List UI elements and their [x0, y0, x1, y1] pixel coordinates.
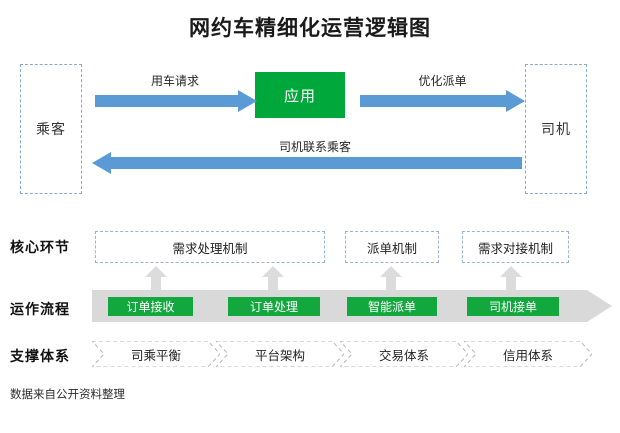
- process-chip-order-receive[interactable]: 订单接收: [108, 297, 193, 316]
- app-node-box[interactable]: 应用: [255, 72, 345, 118]
- row-label-process: 运作流程: [10, 301, 70, 317]
- core-box-demand-matching[interactable]: 需求对接机制: [462, 231, 569, 263]
- support-chevron-shape-3: [338, 340, 469, 368]
- support-chevron-label-credit: 信用体系: [502, 349, 553, 363]
- actor-box-driver[interactable]: 司机: [525, 64, 587, 194]
- support-chevron-shape-1: [90, 340, 221, 368]
- core-box-label-dispatch-mechanism: 派单机制: [366, 241, 417, 256]
- process-chip-order-processing[interactable]: 订单处理: [228, 297, 320, 316]
- arrow-caption-driver-contacts-passenger: 司机联系乘客: [278, 140, 351, 154]
- actor-label-passenger: 乘客: [36, 121, 66, 137]
- process-chip-label-order-processing: 订单处理: [249, 300, 298, 314]
- process-chip-label-driver-accept: 司机接单: [488, 300, 537, 314]
- process-chip-label-smart-dispatch: 智能派单: [367, 300, 416, 314]
- support-chevron-shape-4: [462, 340, 593, 368]
- arrow-driver-to-passenger: [92, 152, 522, 174]
- up-arrow-3: [380, 266, 402, 292]
- arrow-app-to-driver: [360, 90, 525, 112]
- support-chevron-balance[interactable]: 司乘平衡: [90, 340, 221, 368]
- core-box-label-demand-processing: 需求处理机制: [172, 241, 248, 256]
- support-chevron-credit[interactable]: 信用体系: [462, 340, 593, 368]
- actor-box-passenger[interactable]: 乘客: [20, 64, 82, 194]
- core-box-label-demand-matching: 需求对接机制: [477, 241, 553, 256]
- process-chip-label-order-receive: 订单接收: [126, 300, 175, 314]
- process-chip-driver-accept[interactable]: 司机接单: [467, 297, 559, 316]
- up-arrow-4: [500, 266, 522, 292]
- support-chevron-label-balance: 司乘平衡: [130, 349, 181, 363]
- support-chevron-transaction[interactable]: 交易体系: [338, 340, 469, 368]
- support-chevron-label-platform: 平台架构: [254, 349, 305, 363]
- page-title: 网约车精细化运营逻辑图: [189, 17, 431, 40]
- row-label-support: 支撑体系: [10, 348, 70, 364]
- up-arrow-2: [262, 266, 284, 292]
- support-chevron-shape-2: [214, 340, 345, 368]
- core-box-dispatch-mechanism[interactable]: 派单机制: [345, 231, 439, 263]
- support-chevron-platform[interactable]: 平台架构: [214, 340, 345, 368]
- footer-source-note: 数据来自公开资料整理: [10, 389, 125, 401]
- core-box-demand-processing[interactable]: 需求处理机制: [95, 231, 325, 263]
- arrow-caption-ride-request: 用车请求: [150, 74, 199, 88]
- support-chevron-label-transaction: 交易体系: [378, 349, 429, 363]
- actor-label-driver: 司机: [541, 121, 571, 137]
- row-label-core: 核心环节: [10, 239, 70, 255]
- up-arrow-1: [145, 266, 167, 292]
- process-chip-smart-dispatch[interactable]: 智能派单: [347, 297, 437, 316]
- arrow-caption-optimized-dispatch: 优化派单: [418, 74, 467, 88]
- app-node-label: 应用: [283, 87, 316, 105]
- arrow-passenger-to-app: [95, 90, 257, 112]
